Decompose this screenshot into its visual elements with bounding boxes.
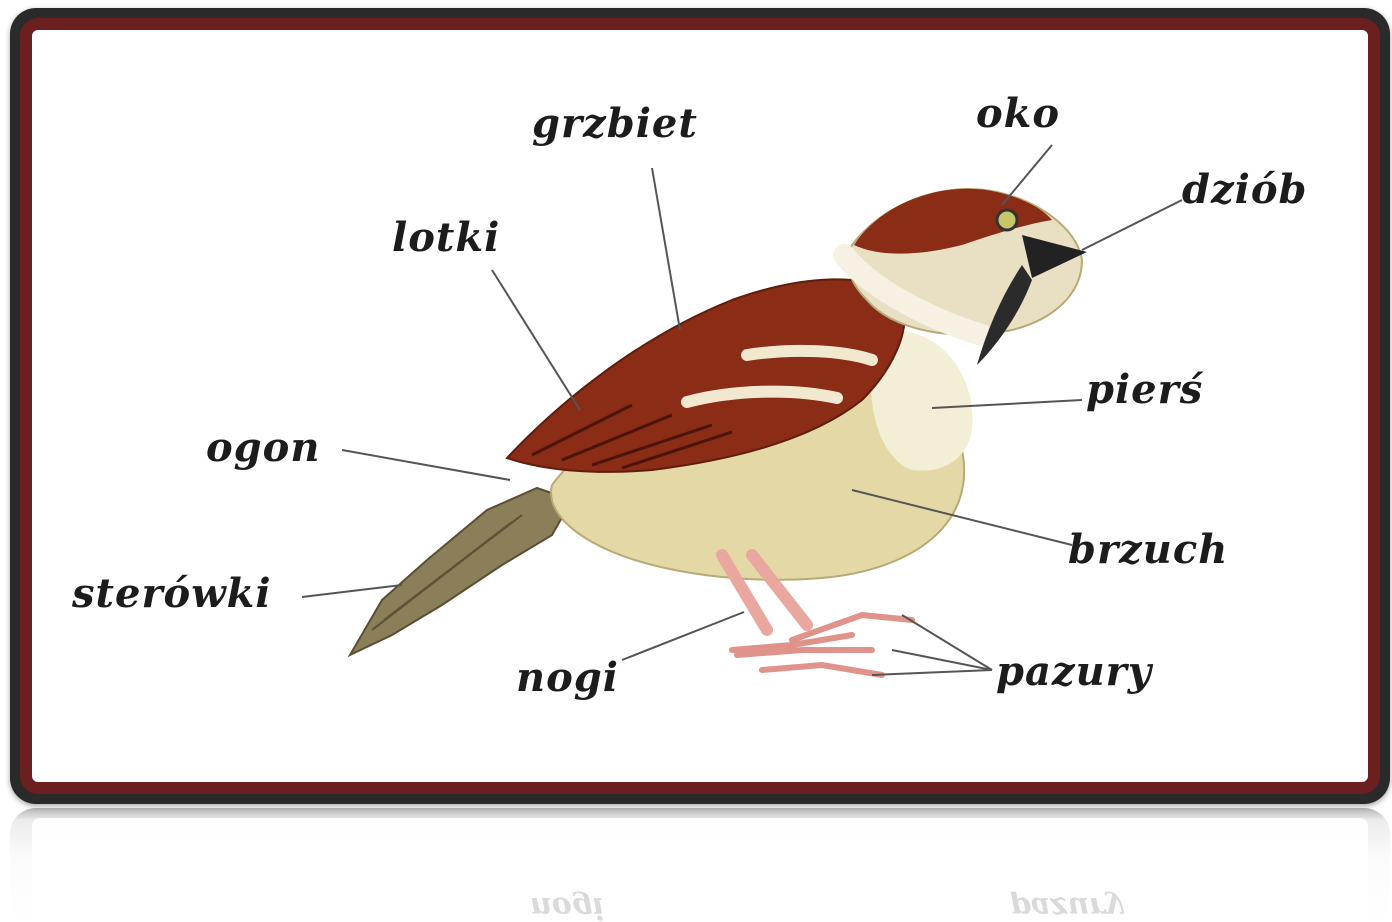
reflection-label-nogi: nogi (530, 890, 604, 922)
label-nogi: nogi (516, 658, 619, 698)
bird-tail-stripes (372, 515, 522, 630)
sparrow-illustration (350, 189, 1087, 675)
diagram-canvas: grzbiet oko dziób lotki pierś ogon brzuc… (20, 18, 1380, 794)
label-grzbiet: grzbiet (532, 104, 698, 144)
leader-pazury-3 (872, 670, 992, 675)
bird-tail (350, 488, 572, 655)
label-piers: pierś (1086, 370, 1203, 410)
reflection-label-pazury: pazury (1010, 890, 1123, 922)
label-oko: oko (976, 94, 1060, 134)
label-pazury: pazury (996, 652, 1152, 692)
leader-nogi (622, 612, 744, 660)
card-reflection: nogi pazury (10, 808, 1390, 922)
label-sterowki: sterówki (72, 574, 272, 614)
diagram-frame: grzbiet oko dziób lotki pierś ogon brzuc… (10, 8, 1390, 804)
leader-oko (1002, 145, 1052, 205)
label-ogon: ogon (206, 428, 320, 468)
label-dziob: dziób (1182, 170, 1308, 210)
label-brzuch: brzuch (1068, 530, 1228, 570)
label-lotki: lotki (392, 218, 500, 258)
leader-dziob (1082, 200, 1182, 250)
leader-ogon (342, 450, 510, 480)
reflection-surface (32, 818, 1368, 922)
leader-grzbiet (652, 168, 680, 330)
bird-eye (997, 210, 1017, 230)
leader-lotki (492, 270, 580, 410)
